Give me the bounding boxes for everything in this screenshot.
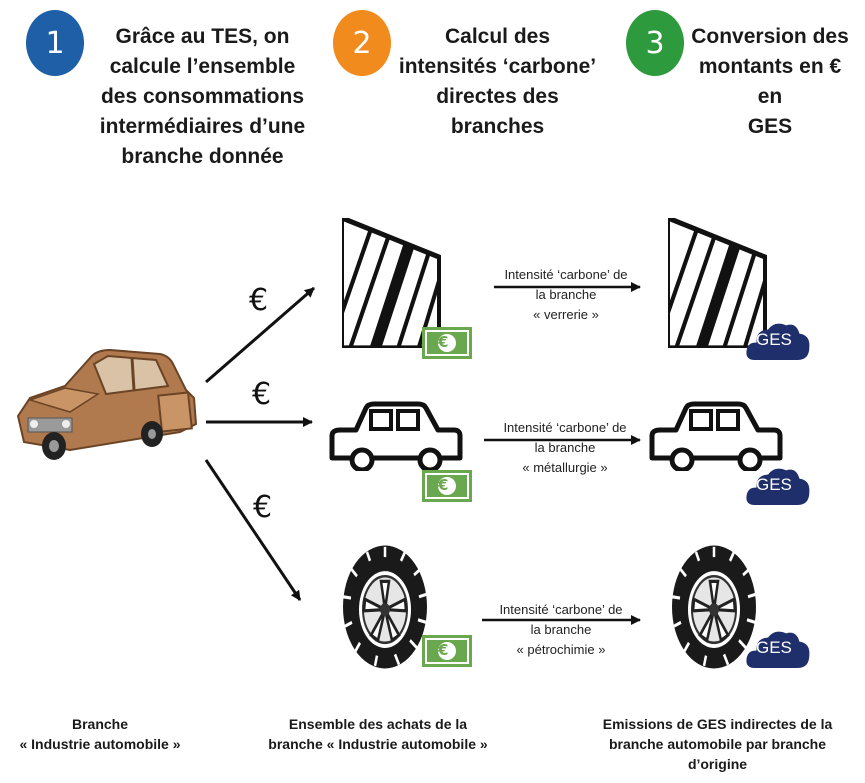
ges-label-3: GES (756, 638, 792, 657)
ges-label-1: GES (756, 330, 792, 349)
arrow-label-petrochimie: Intensité ‘carbone’ de la branche « pétr… (499, 602, 623, 657)
step-3-text: Conversion des montants en € en GES (691, 25, 849, 138)
euro-sign-1: € (249, 283, 269, 318)
arrow-label-verrerie: Intensité ‘carbone’ de la branche « verr… (504, 267, 628, 322)
euro-sign-2: € (252, 377, 272, 412)
arrow-to-verrerie (205, 286, 315, 384)
car-outline-icon (326, 395, 466, 475)
step-3-number-badge: 3 (626, 10, 684, 76)
bottom-label-branch: Branche « Industrie automobile » (19, 716, 181, 752)
arrow-label-metallurgie: Intensité ‘carbone’ de la branche « méta… (503, 420, 627, 475)
euro-sign-3: € (253, 490, 273, 525)
step-1-number-badge: 1 (26, 10, 84, 76)
ges-label-2: GES (756, 475, 792, 494)
bottom-label-purchases: Ensemble des achats de la branche « Indu… (268, 716, 488, 752)
money-euro-symbol: € (438, 333, 449, 351)
car-icon (16, 348, 198, 460)
tire-icon (335, 543, 435, 671)
arrow-to-petrochimie (204, 459, 302, 601)
step-1-text: Grâce au TES, on calcule l’ensemble des … (99, 25, 306, 168)
bottom-label-emissions: Emissions de GES indirectes de la branch… (602, 716, 833, 772)
money-euro-symbol: € (438, 476, 449, 494)
step-2-number-badge: 2 (333, 10, 391, 76)
step-2-text: Calcul des intensités ‘carbone’ directes… (398, 25, 597, 138)
money-euro-symbol: € (438, 641, 449, 659)
car-outline-ges-icon (646, 395, 786, 475)
